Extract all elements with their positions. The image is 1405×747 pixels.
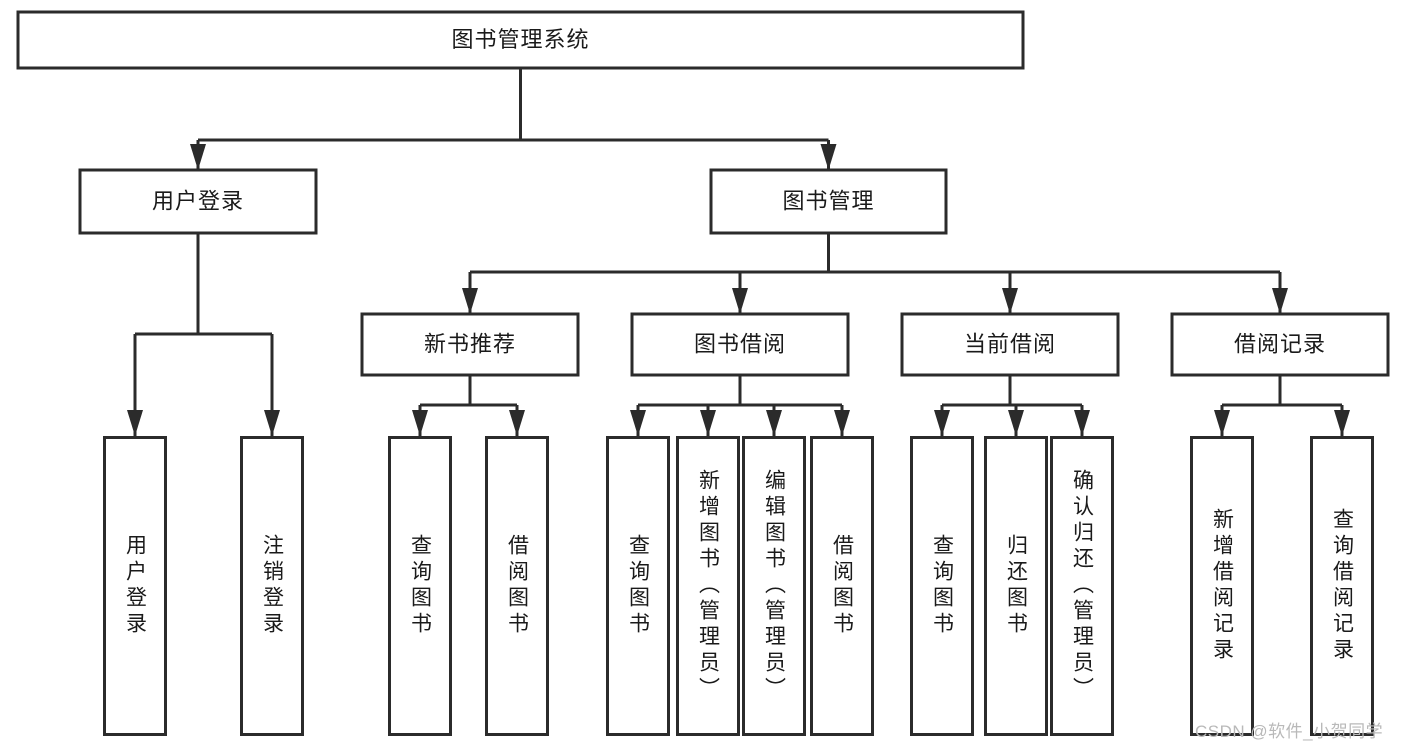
leaf-node-5-label: 新增图书（管理员） — [696, 469, 720, 703]
leaf-node-1-label: 注销登录 — [260, 534, 284, 638]
leaf-node-10-label: 确认归还（管理员） — [1070, 469, 1094, 703]
leaf-node-11-label: 新增借阅记录 — [1210, 508, 1234, 664]
level3-0-to-leaves-arrowhead-0 — [412, 410, 428, 436]
node-level3-2-label: 当前借阅 — [964, 331, 1056, 356]
node-level3-0-rect — [360, 312, 580, 377]
leaf-node-12-label: 查询借阅记录 — [1330, 508, 1354, 664]
leaf-node-8[interactable]: 查询图书 — [910, 436, 974, 736]
userlogin-to-leaves-arrowhead-1 — [264, 410, 280, 436]
level3-0-to-leaves-arrowhead-1 — [509, 410, 525, 436]
root-to-level2-arrowhead-1 — [820, 144, 837, 170]
leaf-node-4-label: 查询图书 — [626, 534, 650, 638]
bookmgmt-to-level3-arrowhead-0 — [462, 288, 478, 314]
leaf-node-0[interactable]: 用户登录 — [103, 436, 167, 736]
leaf-node-3-label: 借阅图书 — [505, 534, 529, 638]
level3-3-to-leaves-arrowhead-1 — [1334, 410, 1350, 436]
leaf-node-9-label: 归还图书 — [1004, 534, 1028, 638]
connector-lines — [127, 68, 1350, 436]
root-to-level2-arrowhead-0 — [190, 144, 206, 170]
leaf-node-2[interactable]: 查询图书 — [388, 436, 452, 736]
node-level2-0-label: 用户登录 — [152, 188, 244, 213]
leaf-node-3[interactable]: 借阅图书 — [485, 436, 549, 736]
node-level3-3-rect — [1170, 312, 1390, 377]
node-level2-1-rect — [709, 168, 948, 235]
bookmgmt-to-level3-arrowhead-1 — [732, 288, 748, 314]
node-level3-2[interactable]: 当前借阅 — [900, 312, 1120, 377]
leaf-node-11[interactable]: 新增借阅记录 — [1190, 436, 1254, 736]
userlogin-to-leaves-arrowhead-0 — [127, 410, 143, 436]
node-level2-1[interactable]: 图书管理 — [709, 168, 948, 235]
leaf-node-7[interactable]: 借阅图书 — [810, 436, 874, 736]
leaf-node-0-label: 用户登录 — [123, 534, 147, 638]
level3-2-to-leaves-arrowhead-2 — [1074, 410, 1090, 436]
node-level2-1-label: 图书管理 — [782, 188, 874, 213]
node-level2-0[interactable]: 用户登录 — [78, 168, 318, 235]
leaf-node-4[interactable]: 查询图书 — [606, 436, 670, 736]
leaf-node-6[interactable]: 编辑图书（管理员） — [742, 436, 806, 736]
level3-2-to-leaves-arrowhead-0 — [934, 410, 950, 436]
leaf-node-1[interactable]: 注销登录 — [240, 436, 304, 736]
leaf-node-12[interactable]: 查询借阅记录 — [1310, 436, 1374, 736]
level3-2-to-leaves-arrowhead-1 — [1008, 410, 1024, 436]
bookmgmt-to-level3-arrowhead-3 — [1272, 288, 1288, 314]
leaf-node-5[interactable]: 新增图书（管理员） — [676, 436, 740, 736]
node-level3-1[interactable]: 图书借阅 — [630, 312, 850, 377]
node-root-label: 图书管理系统 — [451, 27, 589, 52]
bookmgmt-to-level3-arrowhead-2 — [1002, 288, 1018, 314]
level3-1-to-leaves-arrowhead-3 — [834, 410, 850, 436]
level3-1-to-leaves-arrowhead-2 — [766, 410, 782, 436]
node-level3-1-rect — [630, 312, 850, 377]
node-level3-2-rect — [900, 312, 1120, 377]
leaf-node-7-label: 借阅图书 — [830, 534, 854, 638]
leaf-node-6-label: 编辑图书（管理员） — [762, 469, 786, 703]
leaf-node-8-label: 查询图书 — [930, 534, 954, 638]
node-level3-3-label: 借阅记录 — [1234, 331, 1326, 356]
node-level3-0-label: 新书推荐 — [424, 331, 516, 356]
leaf-node-2-label: 查询图书 — [408, 534, 432, 638]
leaf-node-10[interactable]: 确认归还（管理员） — [1050, 436, 1114, 736]
level3-3-to-leaves-arrowhead-0 — [1214, 410, 1230, 436]
node-level3-1-label: 图书借阅 — [694, 331, 786, 356]
node-root-rect — [16, 10, 1025, 70]
level3-1-to-leaves-arrowhead-0 — [630, 410, 646, 436]
node-level3-3[interactable]: 借阅记录 — [1170, 312, 1390, 377]
node-level2-0-rect — [78, 168, 318, 235]
node-level3-0[interactable]: 新书推荐 — [360, 312, 580, 377]
leaf-node-9[interactable]: 归还图书 — [984, 436, 1048, 736]
level3-1-to-leaves-arrowhead-1 — [700, 410, 716, 436]
node-root[interactable]: 图书管理系统 — [16, 10, 1025, 70]
